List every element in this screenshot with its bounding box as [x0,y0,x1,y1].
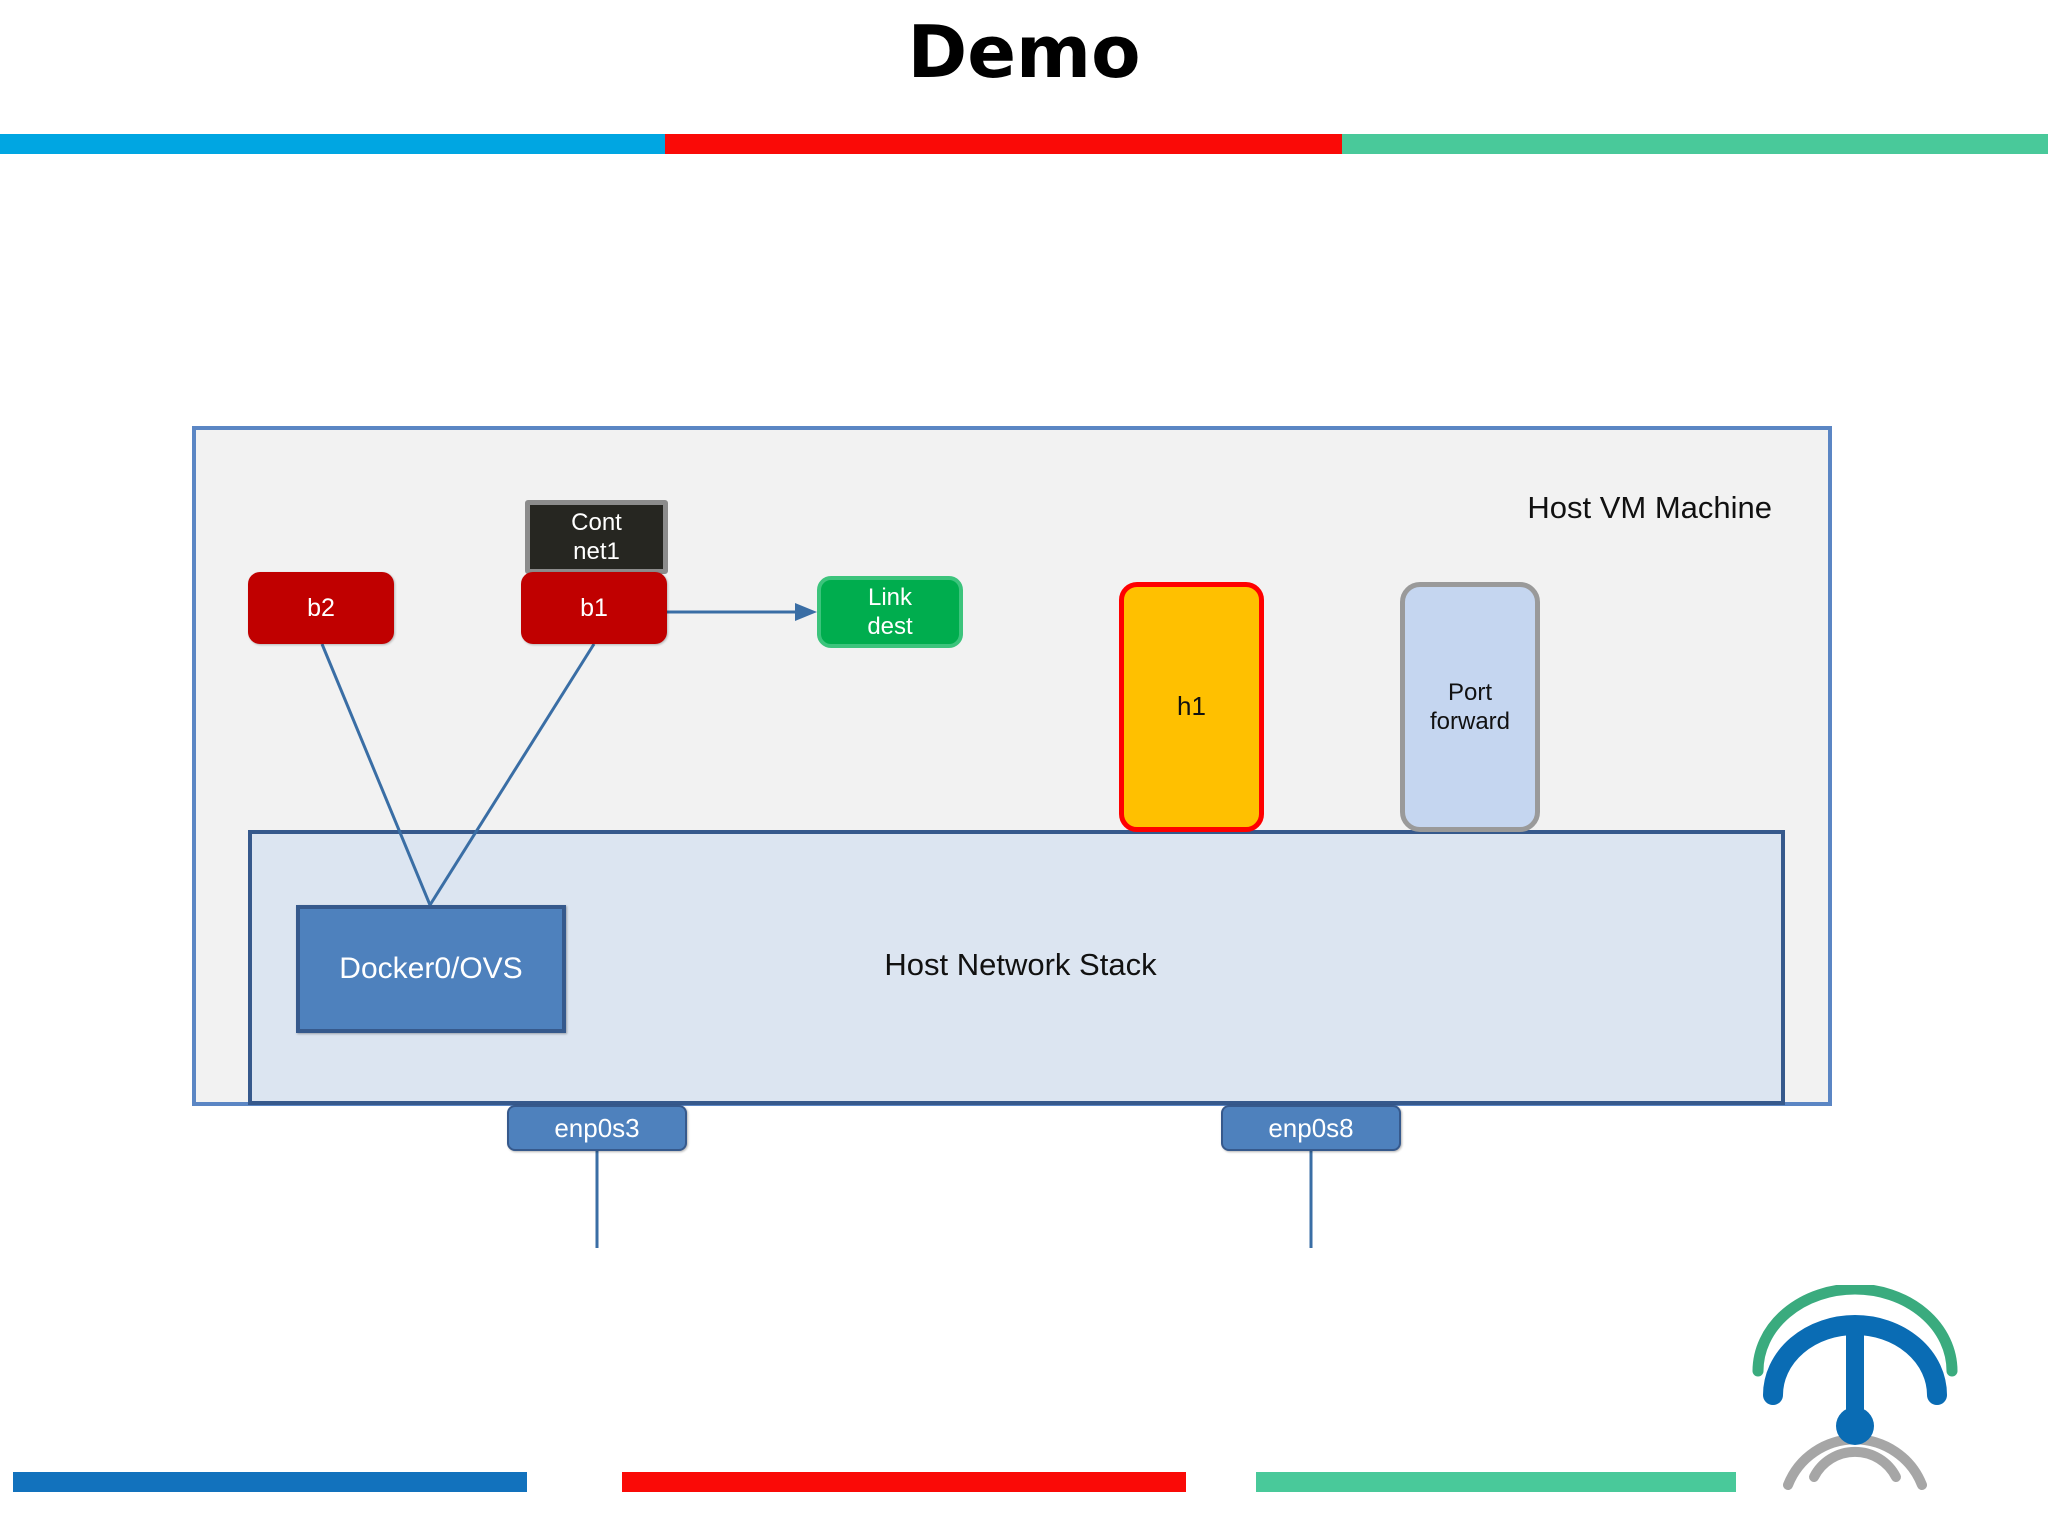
node-link-dest-line1: Link [867,583,913,611]
host-vm-label: Host VM Machine [1527,490,1772,525]
node-port-forward[interactable]: Port forward [1400,582,1540,832]
page-title: Demo [907,10,1141,94]
bottom-bar-blue [13,1472,527,1492]
node-b2[interactable]: b2 [248,572,394,644]
top-rule-segment-blue [0,134,665,154]
bottom-bar-green [1256,1472,1736,1492]
nic-enp0s8-label: enp0s8 [1268,1112,1354,1143]
node-docker0-ovs[interactable]: Docker0/OVS [296,905,566,1033]
node-port-forward-line1: Port [1447,678,1492,706]
top-rule-segment-green [1342,134,2048,154]
node-cont-net1[interactable]: Cont net1 [525,500,668,574]
nic-enp0s8[interactable]: enp0s8 [1221,1105,1401,1151]
node-b1[interactable]: b1 [521,572,667,644]
host-network-stack-label: Host Network Stack [884,947,1157,982]
wifi-antenna-logo [1752,1285,1958,1490]
nic-enp0s3[interactable]: enp0s3 [507,1105,687,1151]
node-docker0-ovs-label: Docker0/OVS [339,951,523,985]
node-h1[interactable]: h1 [1119,582,1264,832]
top-rule-segment-red [665,134,1342,154]
node-cont-net1-line1: Cont [571,508,622,536]
node-link-dest[interactable]: Link dest [817,576,963,648]
node-link-dest-line2: dest [867,613,913,640]
node-b1-label: b1 [580,593,608,622]
node-port-forward-line2: forward [1429,708,1511,735]
top-color-rule [0,134,2048,154]
nic-enp0s3-label: enp0s3 [554,1112,640,1143]
node-b2-label: b2 [307,593,335,622]
bottom-bar-red [622,1472,1186,1492]
node-h1-label: h1 [1177,691,1206,722]
node-cont-net1-line2: net1 [573,538,620,565]
